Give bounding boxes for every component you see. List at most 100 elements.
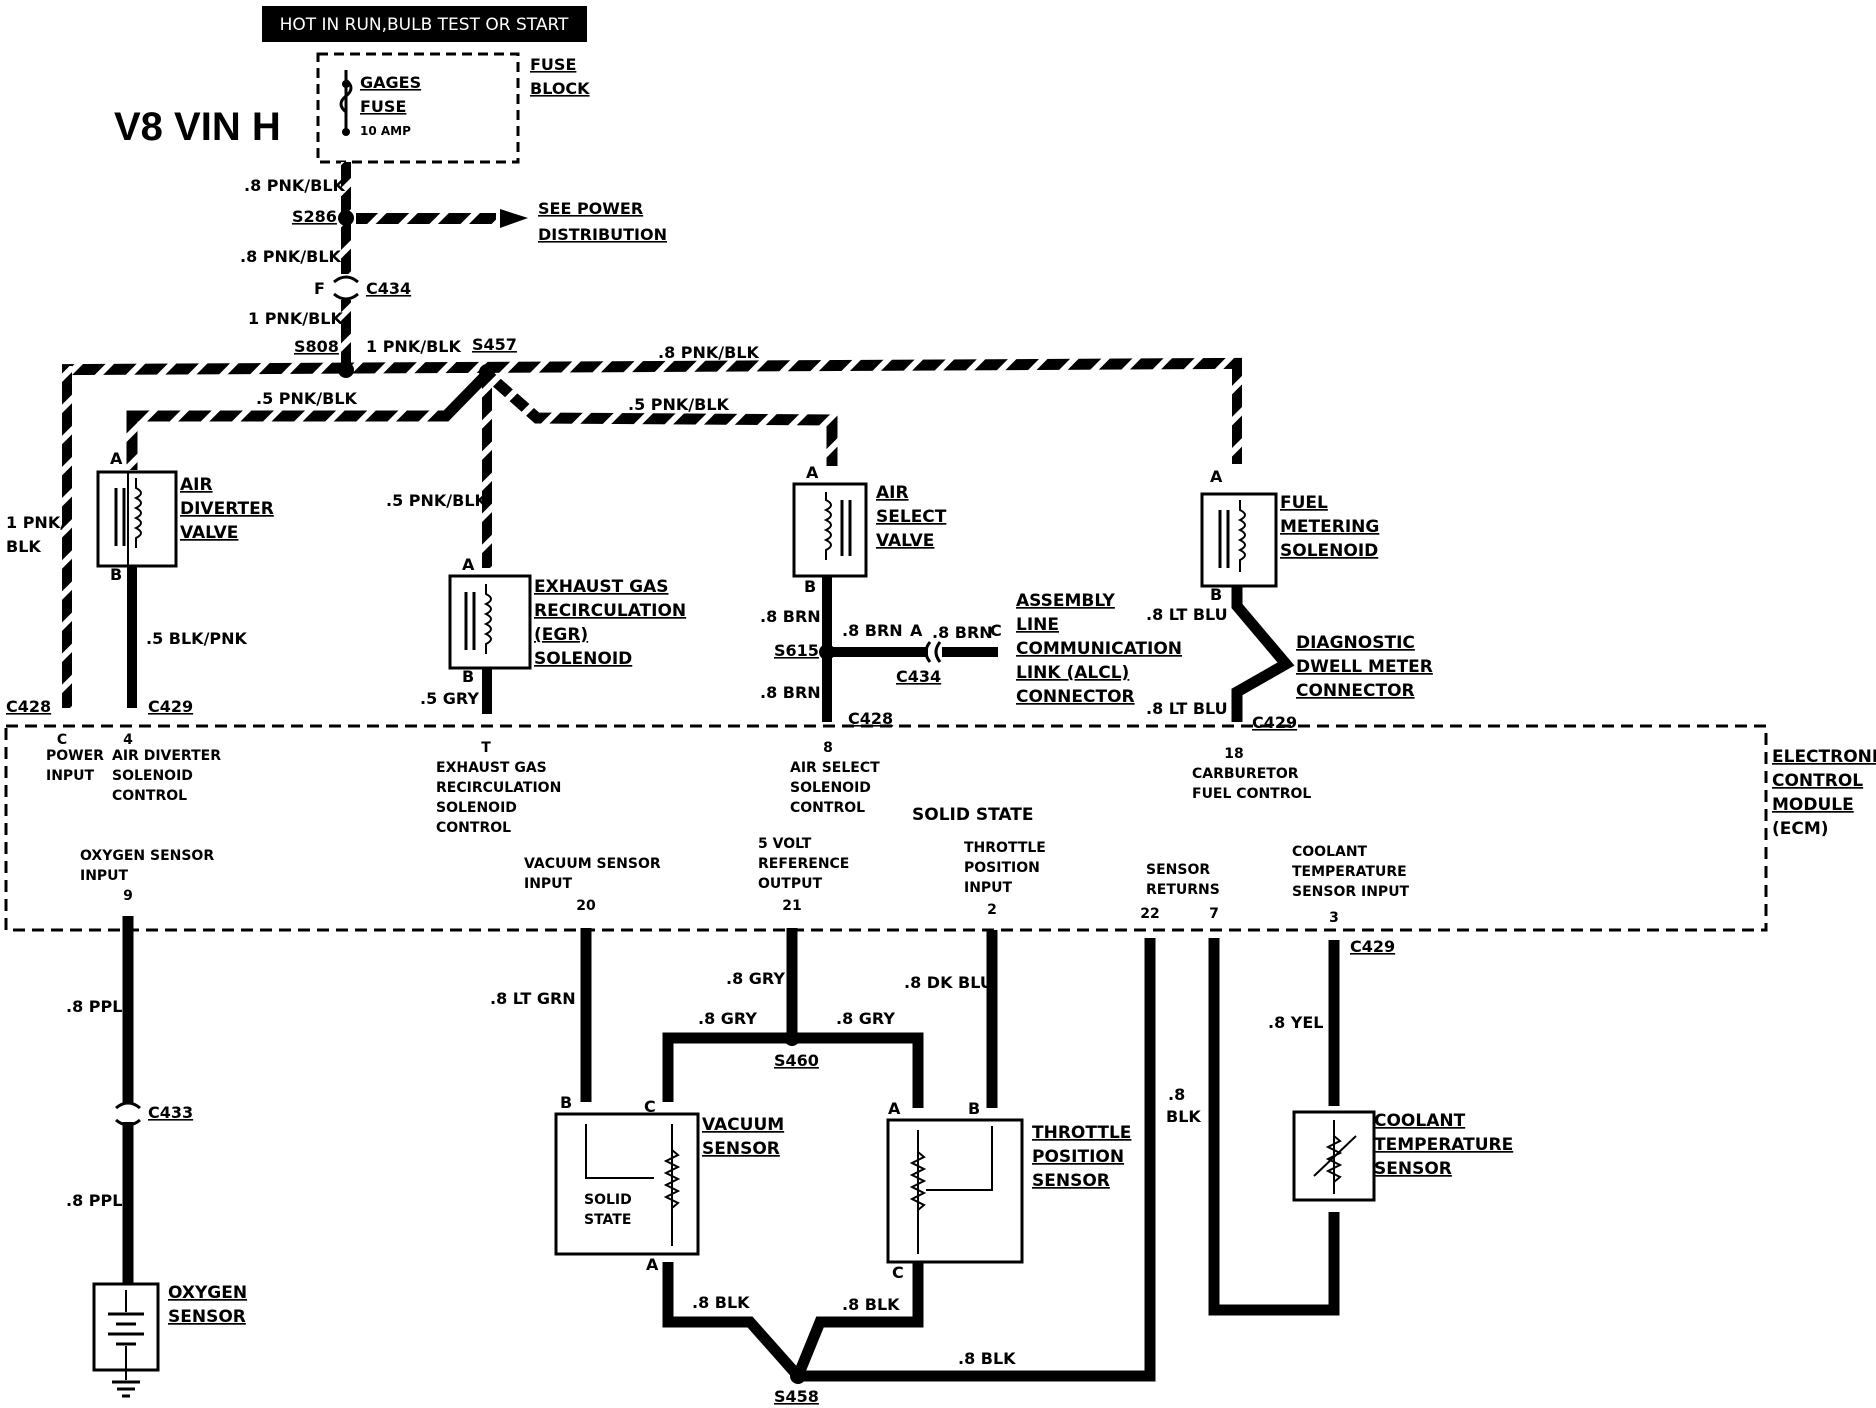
- wire-label: .5 PNK/BLK: [628, 395, 730, 414]
- fuel-metering-solenoid: [1200, 492, 1278, 588]
- egr-label-1: EXHAUST GAS: [534, 577, 669, 597]
- see-power-2: DISTRIBUTION: [538, 225, 667, 244]
- wire-label: .8 LT BLU: [1146, 699, 1228, 718]
- diagram-text: EXHAUST GAS: [436, 760, 547, 776]
- diagram-text: 2: [987, 902, 997, 918]
- ecm-name-2: CONTROL: [1772, 771, 1863, 791]
- connector-c428: C428: [848, 709, 893, 728]
- diagram-text: FUEL CONTROL: [1192, 786, 1311, 802]
- connector-c433: C433: [148, 1103, 193, 1122]
- air-select-valve: [792, 482, 868, 578]
- wire-label: .8 BLK: [842, 1295, 900, 1314]
- fuel-metering-label-1: FUEL: [1280, 493, 1328, 513]
- air-select-label-2: SELECT: [876, 507, 947, 527]
- air-diverter-valve: [96, 470, 178, 568]
- ecm-terminal-vacuum-sensor-input: VACUUM SENSOR INPUT 20: [524, 856, 661, 914]
- pin-a: A: [1210, 467, 1223, 486]
- pin-c: C: [644, 1097, 656, 1116]
- diagram-text: SENSOR INPUT: [1292, 884, 1410, 900]
- air-diverter-label-3: VALVE: [180, 523, 238, 543]
- diagram-text: SOLENOID: [112, 768, 193, 784]
- wire-label: .8: [1168, 1085, 1185, 1104]
- splice-dot: [790, 1368, 806, 1384]
- pin-b: B: [968, 1099, 980, 1118]
- connector-c429: C429: [1350, 937, 1395, 956]
- see-power-1: SEE POWER: [538, 199, 643, 218]
- c433-connector-mark: [115, 1101, 141, 1127]
- alcl-pin-a: A: [910, 621, 923, 640]
- diagram-text: VACUUM SENSOR: [524, 856, 661, 872]
- splice-s286: S286: [292, 207, 337, 226]
- air-select-label-3: VALVE: [876, 531, 934, 551]
- ecm-solid-state: SOLID STATE: [912, 805, 1033, 825]
- vacuum-sensor-label-2: SENSOR: [702, 1139, 780, 1159]
- ecm-terminal-throttle-position-input: THROTTLE POSITION INPUT 2: [964, 840, 1046, 918]
- pin-b: B: [560, 1093, 572, 1112]
- lower-wires: [122, 916, 1340, 1382]
- wire-label: .8 PNK/BLK: [658, 343, 760, 362]
- wire-gry: [482, 668, 492, 714]
- hot-in-run-banner: HOT IN RUN,BULB TEST OR START: [262, 6, 587, 42]
- fuse-rating: 10 AMP: [360, 124, 411, 138]
- wire-label: .8 BRN: [842, 621, 903, 640]
- diagram-text: CONTROL: [436, 820, 511, 836]
- ecm-name-4: (ECM): [1772, 819, 1829, 839]
- splice-dot: [819, 644, 835, 660]
- ecm-terminal-air-select-control: 8 AIR SELECT SOLENOID CONTROL: [790, 740, 880, 816]
- diagram-text: RETURNS: [1146, 882, 1220, 898]
- pin-a: A: [110, 449, 123, 468]
- oxygen-sensor-label-1: OXYGEN: [168, 1283, 247, 1303]
- diagram-text: CONTROL: [790, 800, 865, 816]
- ecm-terminal-oxygen-sensor-input: OXYGEN SENSOR INPUT 9: [80, 848, 214, 904]
- throttle-sensor-label-1: THROTTLE: [1032, 1123, 1131, 1143]
- fuse-block-label-2: BLOCK: [530, 79, 590, 98]
- egr-label-2: RECIRCULATION: [534, 601, 686, 621]
- oxygen-sensor: [92, 1282, 160, 1398]
- pin-b: B: [462, 667, 474, 686]
- egr-label-4: SOLENOID: [534, 649, 632, 669]
- ecm-terminal-power-input: C POWER INPUT: [46, 732, 104, 784]
- diagram-text: CARBURETOR: [1192, 766, 1299, 782]
- pin-a: A: [646, 1255, 659, 1274]
- alcl-label-1: ASSEMBLY: [1016, 591, 1116, 611]
- alcl-pin-c: C: [990, 621, 1002, 640]
- wire-label: .5 PNK/BLK: [386, 491, 488, 510]
- diagram-text: INPUT: [964, 880, 1013, 896]
- fuel-metering-label-3: SOLENOID: [1280, 541, 1378, 561]
- pin-b: B: [1210, 585, 1222, 604]
- alcl-label-5: CONNECTOR: [1016, 687, 1135, 707]
- diagram-text: CONTROL: [112, 788, 187, 804]
- throttle-position-sensor: [886, 1118, 1024, 1264]
- diagram-text: POSITION: [964, 860, 1040, 876]
- diagram-text: AIR DIVERTER: [112, 748, 221, 764]
- wire-label: .5 GRY: [420, 689, 479, 708]
- wire-label: .8 PNK/BLK: [244, 176, 346, 195]
- egr-solenoid: [448, 574, 532, 670]
- coolant-sensor-label-1: COOLANT: [1374, 1111, 1466, 1131]
- wire-brn: [942, 647, 998, 657]
- air-diverter-label-1: AIR: [180, 475, 213, 495]
- splice-s808: S808: [294, 337, 339, 356]
- wire-label: .8 DK BLU: [904, 973, 993, 992]
- wire-label: .8 BRN: [932, 623, 993, 642]
- wire-label: 1 PNK/BLK: [366, 337, 461, 356]
- fuel-metering-label-2: METERING: [1280, 517, 1379, 537]
- wire-label: 1 PNK/BLK: [248, 309, 343, 328]
- wire-label: .8 PPL: [66, 1191, 122, 1210]
- diagram-text: OUTPUT: [758, 876, 822, 892]
- wire-label: .5 BLK/PNK: [146, 629, 248, 648]
- wire-label: .8 BRN: [760, 607, 821, 626]
- dwell-label-3: CONNECTOR: [1296, 681, 1415, 701]
- ecm-module: [4, 724, 1768, 932]
- dwell-label-1: DIAGNOSTIC: [1296, 633, 1415, 653]
- wire-blk-pnk: [127, 566, 137, 708]
- diagram-text: 9: [123, 888, 133, 904]
- wire-label: .8 BLK: [958, 1349, 1016, 1368]
- pin-c: C: [892, 1263, 904, 1282]
- pin-a: A: [806, 463, 819, 482]
- wire-label: .5 PNK/BLK: [256, 389, 358, 408]
- wire-label: .8 PNK/BLK: [240, 247, 342, 266]
- diagram-text: INPUT: [80, 868, 129, 884]
- coolant-temperature-sensor: [1292, 1110, 1376, 1202]
